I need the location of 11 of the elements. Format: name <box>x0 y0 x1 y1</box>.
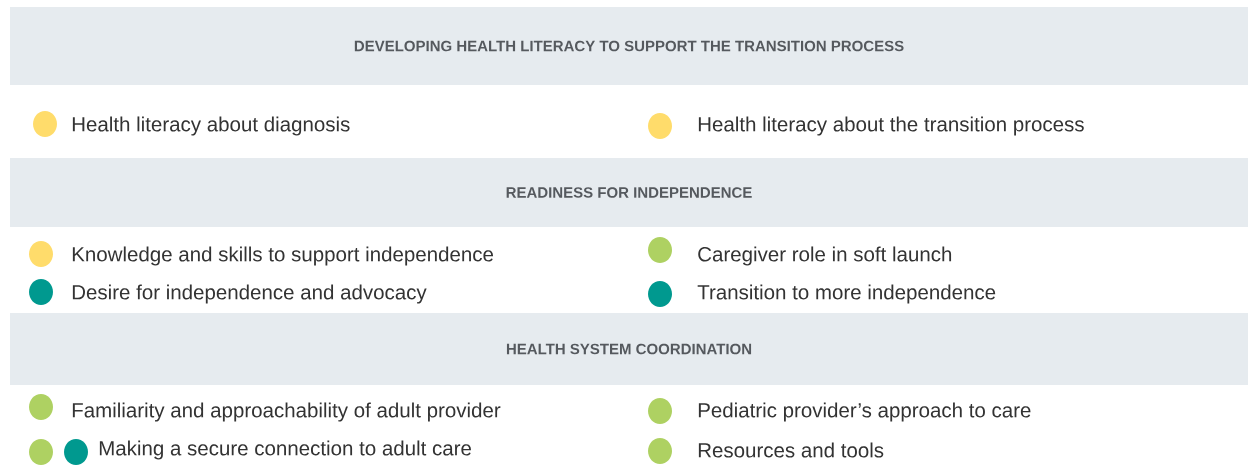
section-band: READINESS FOR INDEPENDENCE <box>10 158 1248 227</box>
item-text: Health literacy about diagnosis <box>72 116 350 136</box>
item-text: Resources and tools <box>698 442 884 458</box>
item-text: Knowledge and skills to support independence <box>72 246 493 266</box>
item-text: Transition to more independence <box>697 284 996 304</box>
item-text: Caregiver role in soft launch <box>698 246 952 266</box>
item-text: Health literacy about the transition process <box>698 116 1084 136</box>
item-text: Making a secure connection to adult care <box>99 440 471 460</box>
item-text: Desire for independence and advocacy <box>72 284 427 304</box>
section-band: DEVELOPING HEALTH LITERACY TO SUPPORT THE TRANSITION PROCESS <box>10 7 1248 85</box>
section-band: HEALTH SYSTEM COORDINATION <box>10 313 1248 385</box>
